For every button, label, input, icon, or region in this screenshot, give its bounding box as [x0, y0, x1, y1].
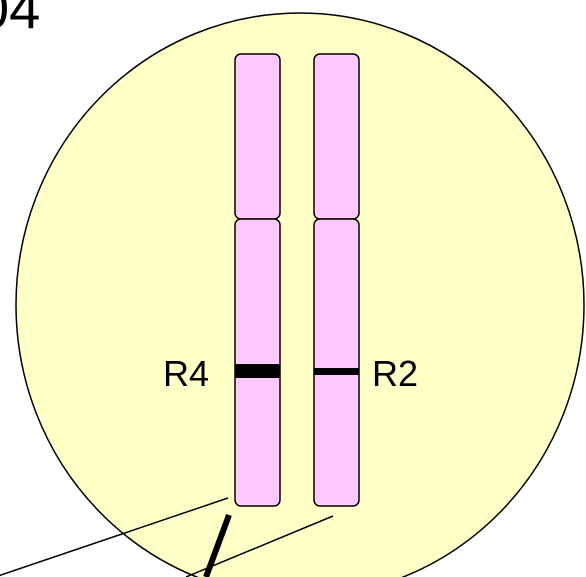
left-band-r4 — [235, 364, 280, 378]
label-r4: R4 — [163, 353, 209, 394]
right-band-r2 — [314, 368, 359, 375]
left-chromosome-upper-arm — [234, 53, 281, 220]
label-r2: R2 — [372, 353, 418, 394]
cell-body — [15, 12, 585, 577]
left-chromosome-lower-arm — [234, 218, 281, 507]
slash-mark — [203, 513, 232, 577]
right-chromosome-lower-arm — [313, 218, 360, 507]
left-pointer-line — [0, 497, 229, 577]
corner-label: 04 — [0, 0, 40, 40]
right-chromosome-upper-arm — [313, 53, 360, 220]
